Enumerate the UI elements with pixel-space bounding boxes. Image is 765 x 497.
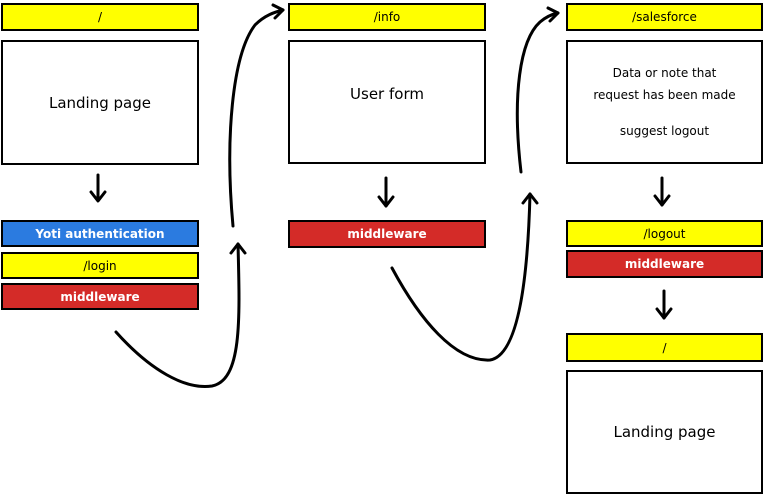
route-salesforce-label: /salesforce [632,10,697,24]
down-arrow-icon-2 [377,176,395,208]
landing-page-label: Landing page [48,93,151,112]
middleware-label-3: middleware [624,257,705,271]
salesforce-note-line-3: suggest logout [619,124,710,138]
route-logout: /logout [566,220,763,247]
user-form-label: User form [350,85,424,103]
landing-page-box: Landing page [1,40,199,165]
middleware-box-1: middleware [1,283,199,310]
route-root: / [1,3,199,31]
middleware-box-2: middleware [288,220,486,248]
route-root-label: / [97,10,103,24]
route-root-2-label: / [662,340,667,355]
middleware-label-1: middleware [60,289,140,304]
route-logout-label: /logout [643,226,686,241]
yoti-auth-label: Yoti authentication [35,226,165,241]
yoti-auth-box: Yoti authentication [1,220,199,247]
down-arrow-icon-1 [89,173,107,203]
salesforce-note-line-2: request has been made [593,88,736,102]
route-salesforce: /salesforce [566,3,763,31]
route-login-label: /login [83,258,117,273]
user-form-box: User form [288,40,486,164]
middleware-box-3: middleware [566,250,763,278]
down-arrow-icon-4 [655,289,673,320]
salesforce-page-box: Data or note that request has been made … [566,40,763,164]
route-info: /info [288,3,486,31]
landing-page-2-label: Landing page [613,423,716,441]
route-info-label: /info [373,10,401,24]
salesforce-note-line-1: Data or note that [612,66,717,80]
route-login: /login [1,252,199,279]
route-root-2: / [566,333,763,362]
down-arrow-icon-3 [653,176,671,207]
middleware-label-2: middleware [347,227,427,241]
landing-page-box-2: Landing page [566,370,763,494]
